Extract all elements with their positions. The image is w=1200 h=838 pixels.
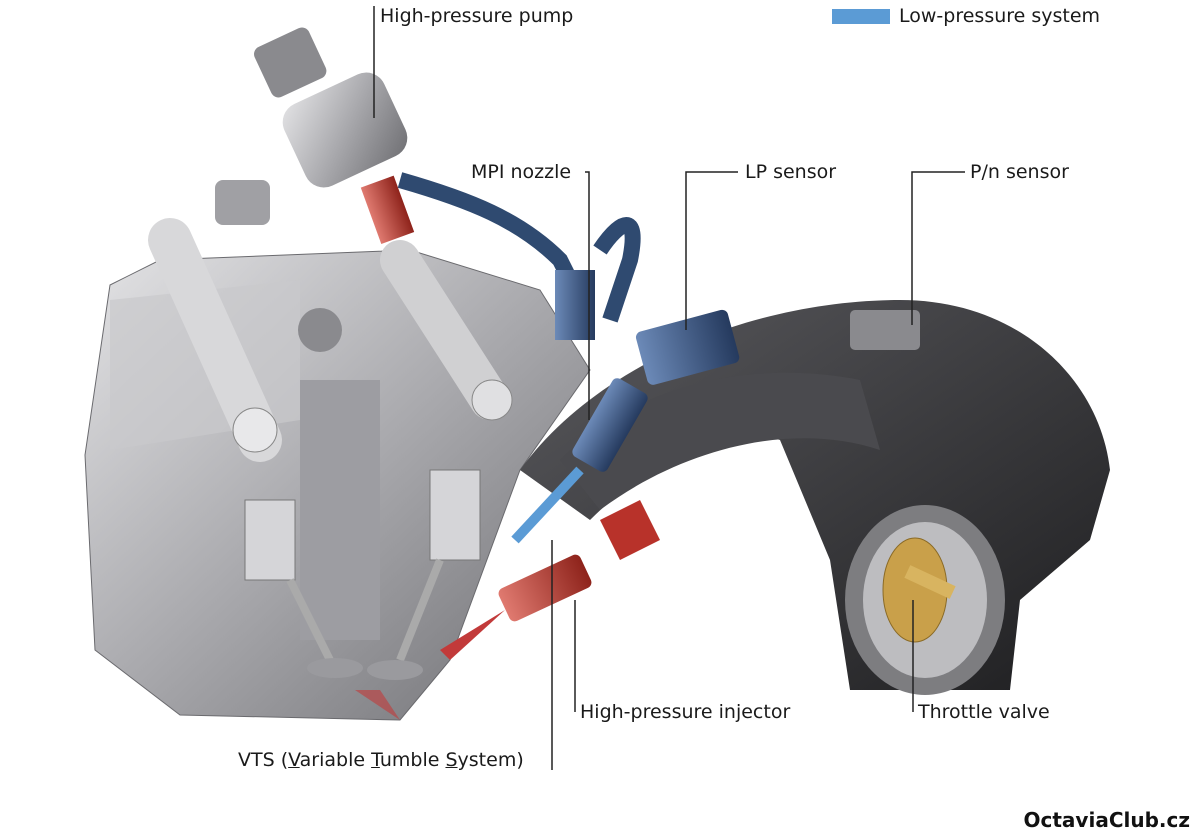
vts-text: ariable (299, 749, 372, 771)
high-pressure-injector-part (440, 500, 660, 660)
legend-swatch-low-pressure (832, 9, 890, 24)
throttle-valve-part (882, 537, 956, 643)
label-vts: VTS (Variable Tumble System) (238, 749, 524, 771)
cylinder-head (84, 249, 591, 721)
valves (244, 469, 481, 720)
label-high-pressure-injector: High-pressure injector (580, 701, 791, 723)
label-high-pressure-pump: High-pressure pump (380, 5, 574, 27)
vts-text: umble (379, 749, 446, 771)
vts-text: ystem) (457, 749, 524, 771)
vts-text: V (288, 749, 300, 771)
label-mpi-nozzle: MPI nozzle (471, 161, 572, 183)
leader-lines (373, 6, 965, 770)
label-lp-sensor: LP sensor (745, 161, 837, 183)
legend-label: Low-pressure system (899, 5, 1101, 27)
vts-text: T (371, 749, 380, 771)
low-pressure-lines (397, 172, 740, 544)
intake-manifold (520, 300, 1110, 695)
watermark: OctaviaClub.cz (1023, 808, 1190, 832)
high-pressure-pump (215, 27, 415, 245)
label-pn-sensor: P/n sensor (970, 161, 1069, 183)
vts-text: S (445, 749, 458, 771)
label-throttle-valve: Throttle valve (918, 701, 1050, 723)
pn-sensor-part (850, 310, 920, 350)
vts-text: VTS ( (238, 749, 289, 771)
camshafts (148, 218, 513, 462)
